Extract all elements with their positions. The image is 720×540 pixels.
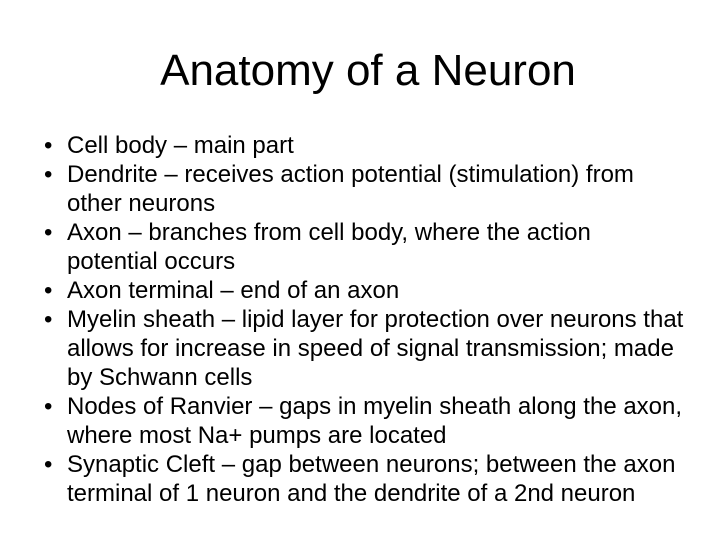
bullet-dot-icon: • bbox=[44, 277, 53, 304]
bullet-line: where most Na+ pumps are located bbox=[67, 422, 447, 449]
bullet-line: by Schwann cells bbox=[67, 364, 253, 391]
bullet-dot-icon: • bbox=[44, 393, 53, 420]
bullet-list: • Cell body – main part • Dendrite – rec… bbox=[44, 131, 704, 508]
bullet-line: Axon terminal – end of an axon bbox=[67, 277, 400, 304]
bullet-item-dendrite: • Dendrite – receives action potential (… bbox=[44, 160, 704, 218]
bullet-dot-icon: • bbox=[44, 451, 53, 478]
bullet-dot-icon: • bbox=[44, 219, 53, 246]
bullet-line: Dendrite – receives action potential (st… bbox=[67, 161, 634, 188]
bullet-item-axon: • Axon – branches from cell body, where … bbox=[44, 218, 704, 276]
slide-title: Anatomy of a Neuron bbox=[160, 46, 576, 95]
bullet-dot-icon: • bbox=[44, 306, 53, 333]
bullet-item-synaptic-cleft: • Synaptic Cleft – gap between neurons; … bbox=[44, 450, 704, 508]
bullet-line: Axon – branches from cell body, where th… bbox=[67, 219, 591, 246]
bullet-dot-icon: • bbox=[44, 132, 53, 159]
bullet-line: Myelin sheath – lipid layer for protecti… bbox=[67, 306, 684, 333]
bullet-line: other neurons bbox=[67, 190, 216, 217]
bullet-line: potential occurs bbox=[67, 248, 236, 275]
bullet-item-cell-body: • Cell body – main part bbox=[44, 131, 704, 160]
bullet-line: Cell body – main part bbox=[67, 132, 294, 159]
bullet-item-axon-terminal: • Axon terminal – end of an axon bbox=[44, 276, 704, 305]
bullet-line: terminal of 1 neuron and the dendrite of… bbox=[67, 480, 636, 507]
bullet-item-nodes-of-ranvier: • Nodes of Ranvier – gaps in myelin shea… bbox=[44, 392, 704, 450]
bullet-line: Nodes of Ranvier – gaps in myelin sheath… bbox=[67, 393, 683, 420]
bullet-line: Synaptic Cleft – gap between neurons; be… bbox=[67, 451, 676, 478]
bullet-item-myelin-sheath: • Myelin sheath – lipid layer for protec… bbox=[44, 305, 704, 392]
bullet-line: allows for increase in speed of signal t… bbox=[67, 335, 674, 362]
bullet-dot-icon: • bbox=[44, 161, 53, 188]
